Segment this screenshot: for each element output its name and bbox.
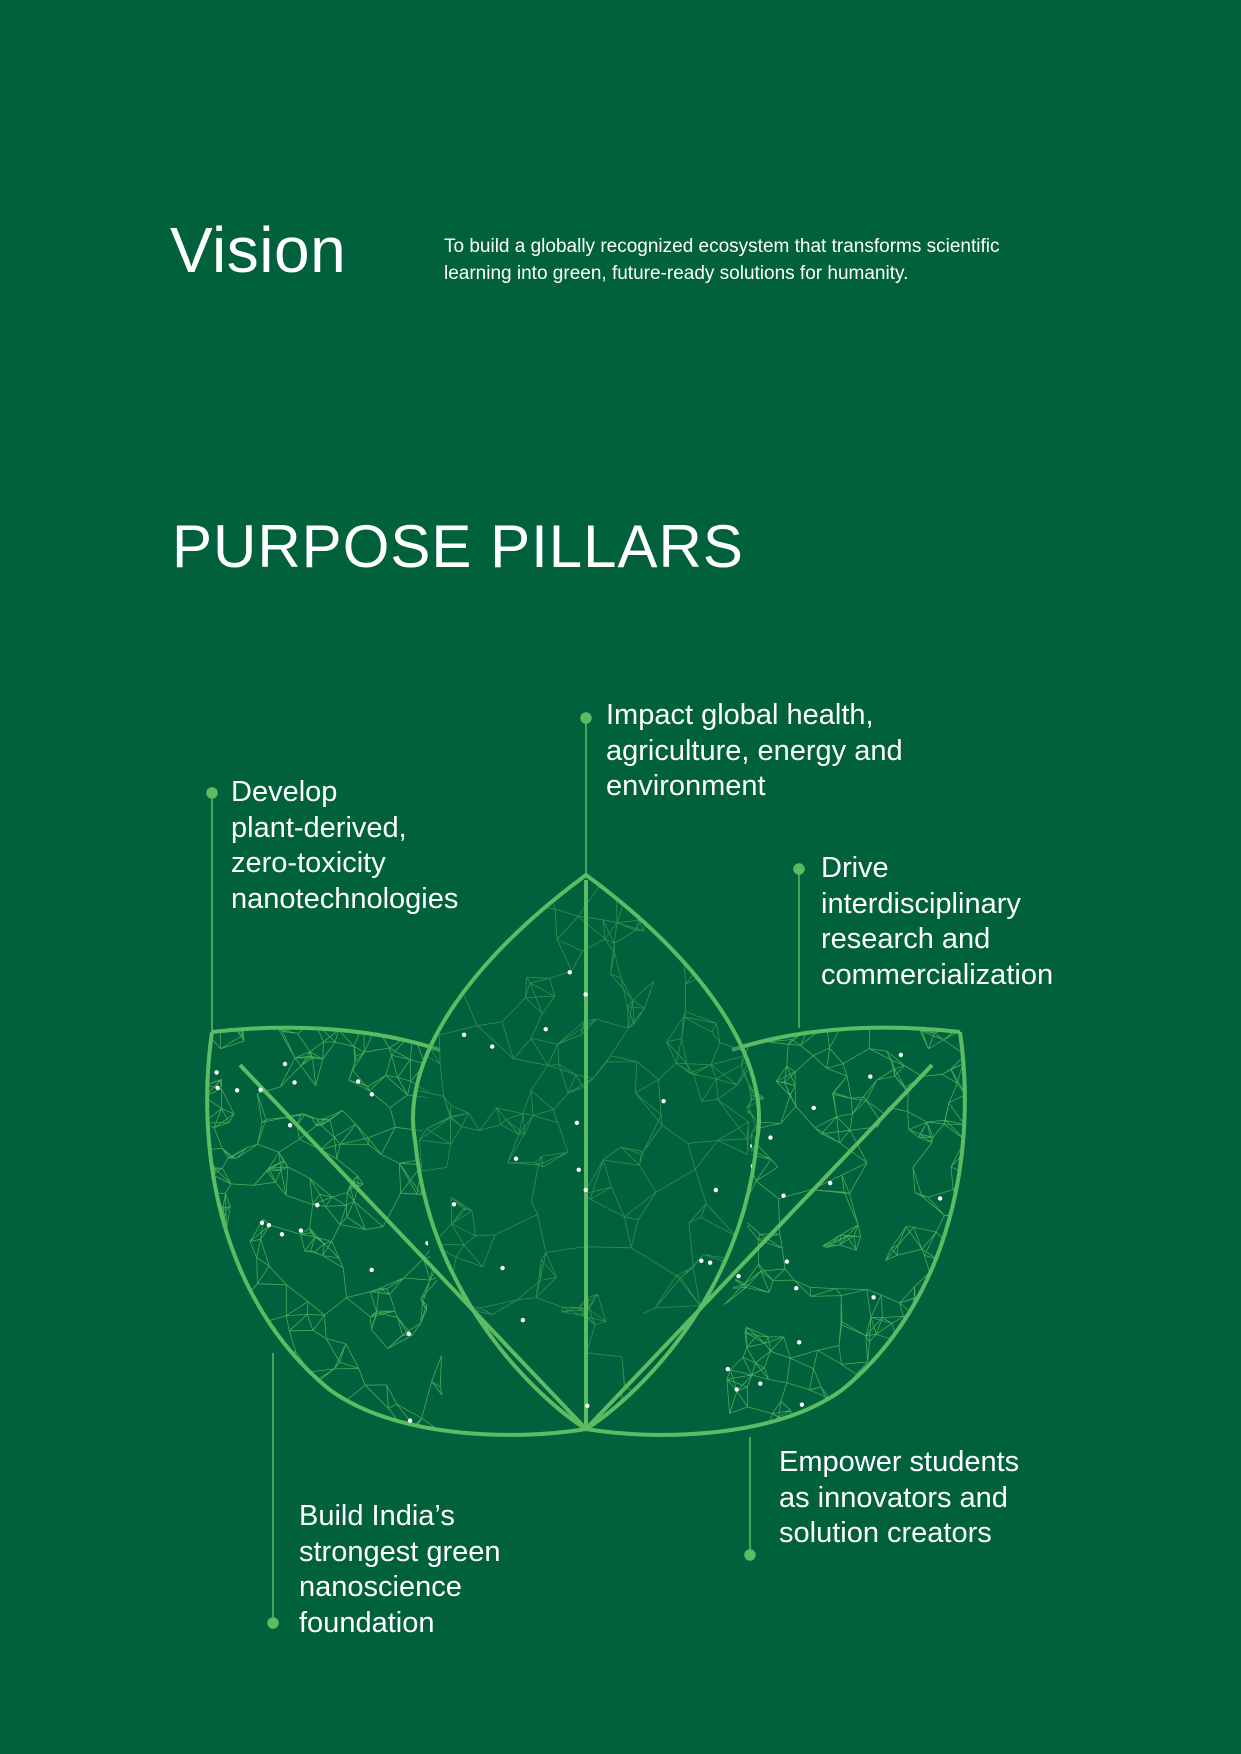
node-dot [425,1240,430,1246]
node-dot [298,1228,304,1233]
left-leaf [205,1025,587,1437]
leaf-outlines [205,872,967,1437]
node-dot [768,1135,773,1140]
node-dot [567,970,572,975]
pillar-empower: Empower students as innovators and solut… [779,1446,1020,1549]
mesh-clipR [722,1027,965,1435]
node-dot [369,1092,375,1097]
node-dot [234,1088,240,1093]
node-dot [215,1085,220,1091]
node-dot [894,1360,899,1366]
node-dot [292,1080,297,1085]
node-dot [871,1295,876,1300]
node-dot [282,1061,288,1067]
connector-dot [793,863,805,875]
node-dot [259,1220,265,1226]
connector-dot [744,1549,756,1561]
node-dot [217,1271,222,1276]
node-dot [583,992,588,997]
right-leaf [585,1025,967,1437]
node-dot [221,1265,226,1270]
node-dot [369,1267,374,1273]
node-dot [287,1123,293,1128]
node-dot [500,1265,505,1271]
pillar-connectors [206,712,805,1629]
node-dot [583,1187,588,1193]
node-dot [258,1087,263,1093]
node-dot [441,1406,446,1412]
node-dot [407,1418,413,1423]
node-dot [937,1196,943,1201]
node-dot [758,1381,763,1386]
connector-dot [206,787,218,799]
node-dot [543,1026,548,1032]
pillar-build: Build India’s strongest green nanoscienc… [299,1500,501,1639]
vision-title: Vision [170,214,347,286]
node-dot [707,1260,713,1265]
node-dot [279,1232,285,1237]
node-dot [799,1402,805,1407]
node-dot [461,886,466,892]
right-midrib [584,1063,934,1431]
node-dot [898,1052,904,1058]
node-dot [784,1259,790,1264]
node-dot [725,1366,730,1372]
vision-statement: To build a globally recognized ecosystem… [444,236,1000,284]
node-dot [713,1187,719,1193]
node-dot [513,1156,519,1161]
node-dot [585,1403,590,1409]
node-dot [736,1273,741,1279]
node-dot [266,1222,272,1228]
node-dot [699,1258,704,1264]
node-dot [490,1044,495,1049]
node-dot [827,1180,833,1186]
pillar-impact: Impact global health, agriculture, energ… [606,699,903,802]
node-dot [576,1167,581,1172]
node-dot [355,1079,361,1084]
pillar-develop: Develop plant-derived, zero-toxicity nan… [231,776,459,915]
node-dot [796,1340,802,1345]
node-dot [794,1286,799,1291]
node-dot [661,1098,666,1104]
node-dot [811,1105,816,1111]
left-midrib [238,1063,588,1431]
node-dot [461,1032,467,1038]
node-dot [868,1074,873,1079]
node-dot [965,1235,969,1239]
pillar-drive: Drive interdisciplinary research and com… [821,852,1054,991]
node-dot [451,1202,457,1207]
connector-dot [580,712,592,724]
mesh-clipL [207,1027,444,1435]
connector-dot [267,1617,279,1629]
node-dot [214,1070,219,1075]
node-dot [781,1193,786,1198]
node-dot [429,930,435,936]
node-dot [734,1387,739,1392]
node-dot [315,1202,320,1208]
purpose-pillars-title: PURPOSE PILLARS [172,513,744,580]
node-dot [208,1348,213,1353]
node-dot [520,1317,526,1323]
node-dot [406,1331,412,1337]
node-dot [574,1120,580,1126]
node-dot [414,973,419,979]
